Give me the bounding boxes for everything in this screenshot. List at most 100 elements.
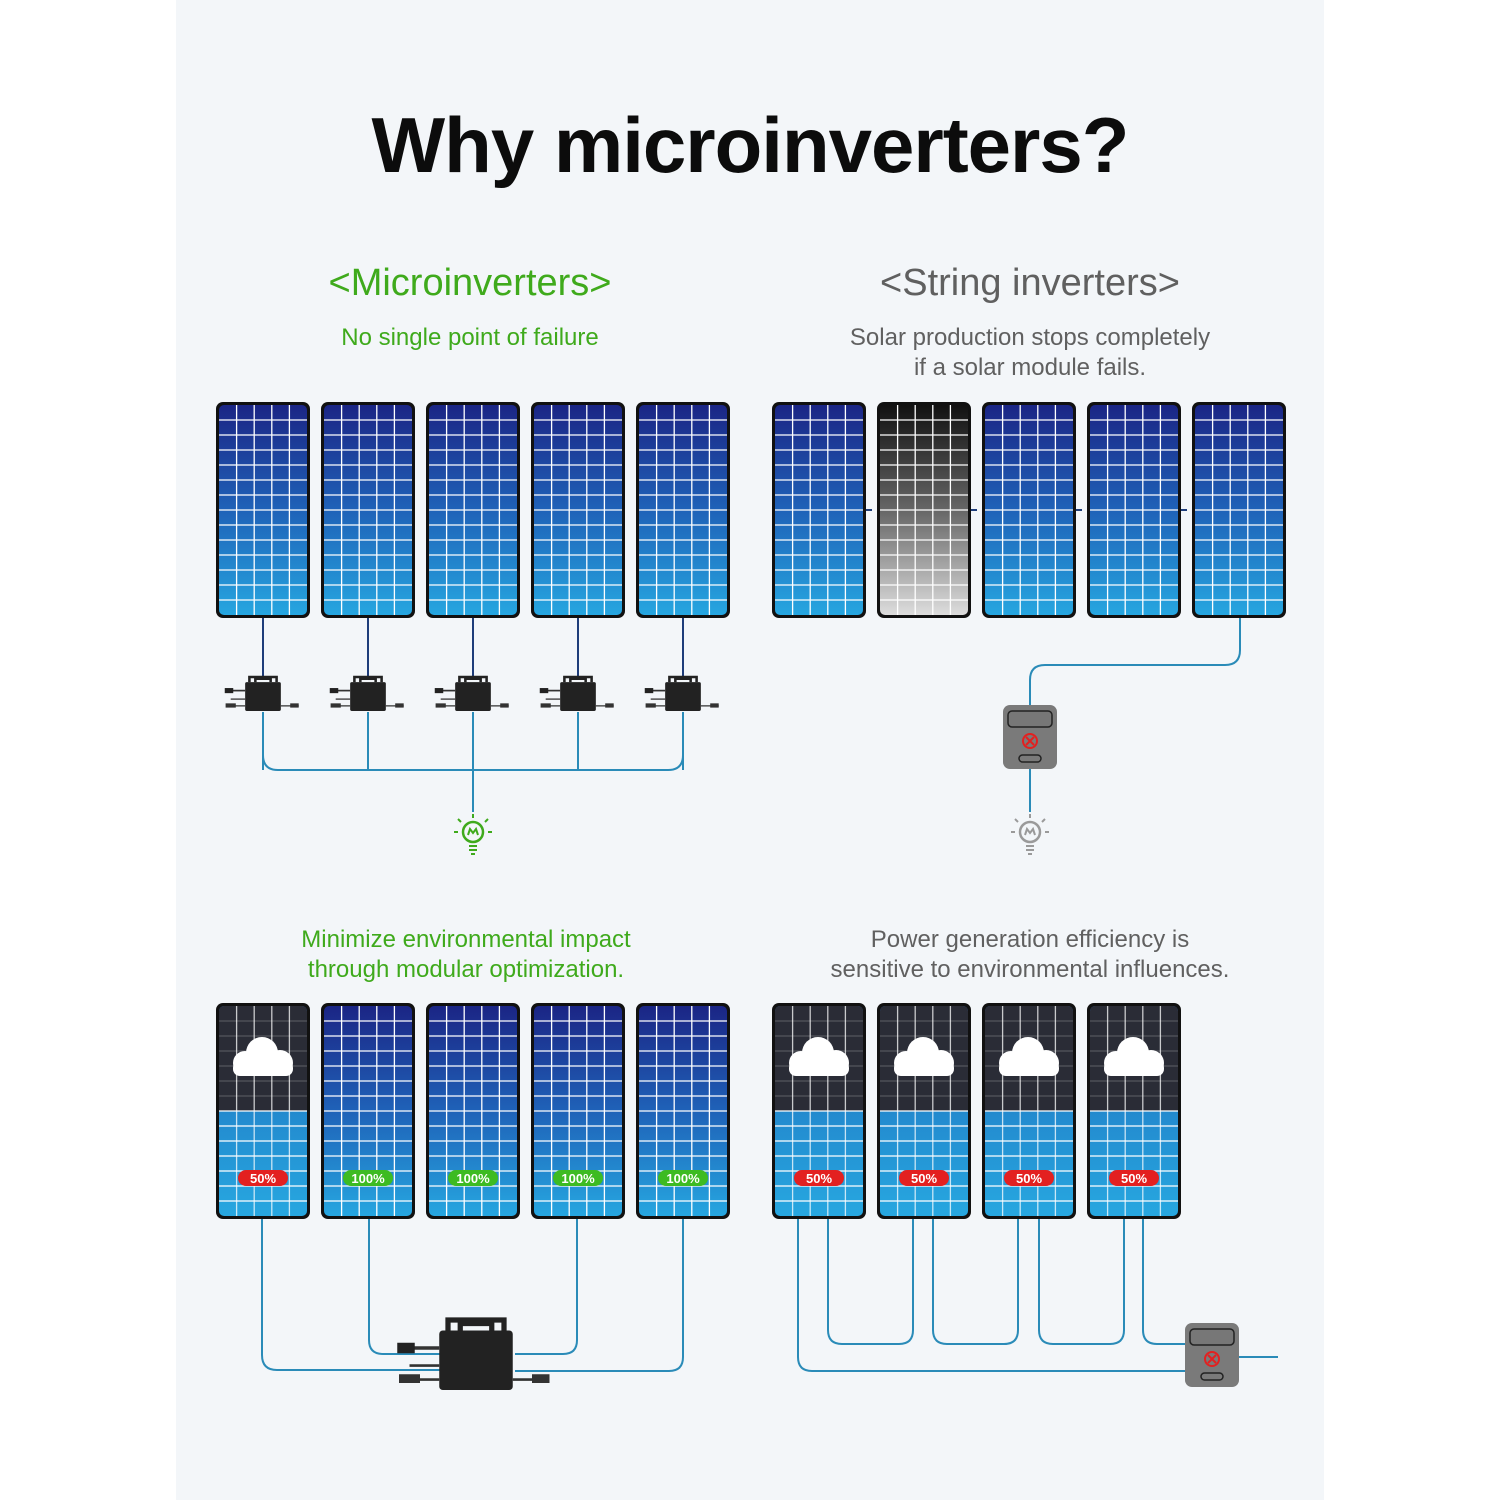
efficiency-badge-label: 50%: [806, 1171, 832, 1186]
dc-wire: [368, 1219, 440, 1355]
efficiency-badge-label: 50%: [250, 1171, 276, 1186]
bulb-glass: [1018, 820, 1042, 844]
multi-port-microinverter: [397, 1317, 550, 1390]
efficiency-badge-label: 100%: [351, 1171, 385, 1186]
dc-wire: [515, 1219, 578, 1355]
efficiency-badge: [238, 1170, 288, 1186]
connector: [434, 688, 444, 694]
failed-string-inverter: [1003, 705, 1057, 769]
text-line: sensitive to environmental influences.: [830, 956, 1230, 983]
inverter-display: [1007, 710, 1053, 728]
connector: [329, 688, 339, 694]
connector: [397, 1342, 415, 1354]
inverter-body: [245, 682, 281, 711]
efficiency-badge-label: 100%: [561, 1171, 595, 1186]
efficiency-badge: [794, 1170, 844, 1186]
microinverter: [539, 675, 614, 711]
fault-icon-x: [1025, 736, 1035, 746]
microinverters-heading: <Microinverters>: [328, 262, 612, 304]
bulb-filament: [467, 826, 479, 836]
inverter-body: [439, 1330, 513, 1390]
connector: [710, 703, 719, 708]
string-loop-wire: [932, 1219, 1019, 1345]
solar-panel: [1192, 402, 1286, 618]
microinverters-bottom-text: Minimize environmental impact through mo…: [216, 925, 716, 985]
connector: [290, 703, 299, 708]
cloud-part: [999, 1061, 1059, 1076]
microinverters-subtitle: No single point of failure: [341, 324, 599, 351]
page-title: Why microinverters?: [371, 101, 1130, 189]
text-line: through modular optimization.: [307, 956, 625, 983]
cloud-part: [233, 1061, 293, 1076]
bulb-glass: [461, 820, 485, 844]
inverter-body: [560, 682, 596, 711]
solar-panel: 100%: [636, 1003, 730, 1219]
solar-panel: 50%: [982, 1003, 1076, 1219]
inverter-button: [1200, 1372, 1224, 1381]
string-inverters-subtitle: Solar production stops completely if a s…: [780, 323, 1280, 383]
solar-panel: [636, 402, 730, 618]
dc-wire: [261, 1219, 440, 1371]
bulb-filament: [1024, 826, 1036, 836]
string-inverters-heading: <String inverters>: [880, 262, 1180, 304]
lightbulb-off-icon: [1011, 814, 1049, 855]
cloud-part: [894, 1061, 954, 1076]
inverter-handle: [445, 1317, 507, 1331]
string-wire: [1142, 1219, 1185, 1345]
bulb-base: [469, 845, 477, 855]
connector: [532, 1374, 550, 1383]
efficiency-badge: [1109, 1170, 1159, 1186]
cloud-icon: [894, 1037, 954, 1076]
dc-wire: [515, 1219, 684, 1372]
inverter-display: [1189, 1328, 1235, 1346]
inverter-handle: [668, 675, 698, 683]
solar-panel: 100%: [321, 1003, 415, 1219]
efficiency-badge-label: 50%: [911, 1171, 937, 1186]
efficiency-badge: [658, 1170, 708, 1186]
connector: [225, 703, 236, 708]
microinverter: [644, 675, 719, 711]
solar-panel: 50%: [772, 1003, 866, 1219]
solar-panel: [772, 402, 866, 618]
connector: [224, 688, 234, 694]
cloud-part: [1104, 1061, 1164, 1076]
bulb-rays: [454, 814, 492, 833]
connector: [605, 703, 614, 708]
microinverter: [329, 675, 404, 711]
solar-panel: [321, 402, 415, 618]
solar-panel: [426, 402, 520, 618]
text-line: Power generation efficiency is: [870, 926, 1190, 953]
efficiency-badge: [343, 1170, 393, 1186]
text-line: Minimize environmental impact: [301, 926, 631, 953]
efficiency-badge-label: 100%: [456, 1171, 490, 1186]
inverter-handle: [458, 675, 488, 683]
connector: [435, 703, 446, 708]
solar-panel: [877, 402, 971, 618]
fault-icon: [1022, 733, 1038, 749]
connector: [500, 703, 509, 708]
solar-panel: 100%: [426, 1003, 520, 1219]
inverter-button: [1018, 754, 1042, 763]
solar-panel: 50%: [216, 1003, 310, 1219]
inverter-handle: [353, 675, 383, 683]
solar-panel: 100%: [531, 1003, 625, 1219]
connector: [539, 688, 549, 694]
shade-area: [880, 1093, 968, 1111]
cloud-icon: [789, 1037, 849, 1076]
fault-icon: [1204, 1351, 1220, 1367]
bulb-base: [1026, 845, 1034, 855]
solar-panel: [216, 402, 310, 618]
connector: [330, 703, 341, 708]
inverter-handle: [563, 675, 593, 683]
solar-panel: 50%: [877, 1003, 971, 1219]
connector: [395, 703, 404, 708]
solar-panel: [982, 402, 1076, 618]
shade-area: [775, 1093, 863, 1111]
string-inverter: [1185, 1323, 1239, 1387]
efficiency-badge: [553, 1170, 603, 1186]
string-loop-wire: [1038, 1219, 1125, 1345]
connector: [399, 1374, 420, 1383]
microinverter: [434, 675, 509, 711]
shade-area: [985, 1093, 1073, 1111]
